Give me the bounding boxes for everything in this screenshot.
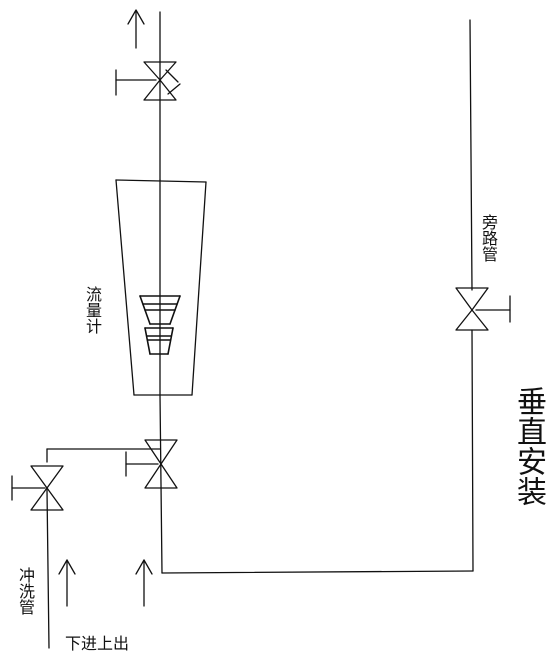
- flowmeter-float: [139, 295, 181, 355]
- inlet-arrow: [135, 559, 153, 607]
- vertical-install-label: 垂直安装: [511, 386, 546, 506]
- bypass-pipe-label: 旁路管: [479, 214, 498, 262]
- outlet-valve: [115, 61, 181, 101]
- flush-valve: [11, 465, 64, 511]
- main-pipe-lower: [159, 394, 163, 574]
- flush-pipe-label: 冲洗管: [16, 567, 35, 615]
- outlet-arrow: [127, 9, 145, 49]
- flow-direction-label: 下进上出: [65, 634, 130, 653]
- flowmeter-tube: [115, 179, 207, 396]
- flush-pipe: [46, 448, 161, 649]
- flowmeter-label: 流量计: [83, 286, 102, 334]
- bypass-pipe: [161, 19, 474, 574]
- flush-arrow: [58, 559, 76, 607]
- bypass-valve: [455, 287, 511, 331]
- inlet-valve: [125, 439, 178, 489]
